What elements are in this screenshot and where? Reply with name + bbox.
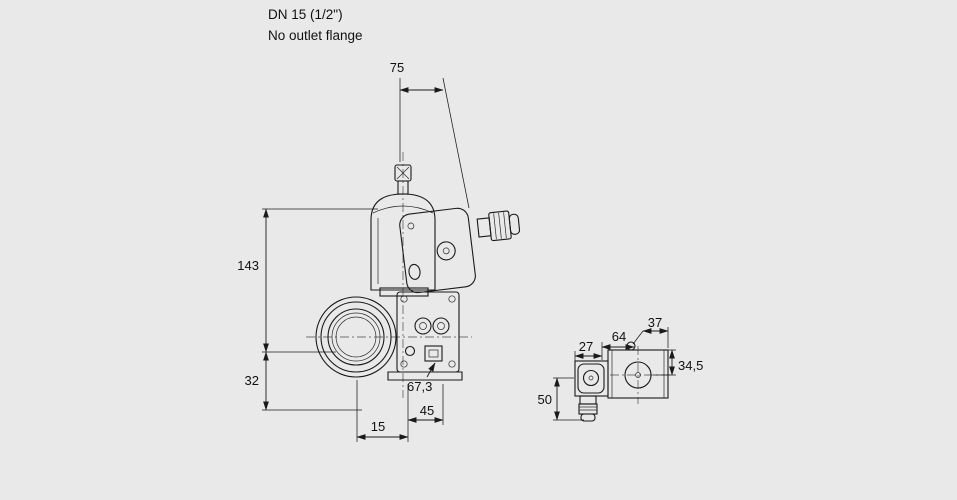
title-variant: No outlet flange bbox=[268, 28, 363, 43]
top-screw-cap bbox=[394, 164, 412, 195]
dim-34-5: 34,5 bbox=[678, 358, 703, 373]
actuator-dome bbox=[370, 193, 436, 291]
dim-64: 64 bbox=[612, 329, 626, 344]
top-view-dimensions: 37 64 27 34,5 50 bbox=[538, 315, 703, 421]
valve-body-block bbox=[387, 291, 463, 381]
dim-37: 37 bbox=[648, 315, 662, 330]
dim-45: 45 bbox=[420, 403, 434, 418]
front-view-dimensions: 75 143 32 67,3 45 bbox=[237, 60, 470, 442]
title-model: DN 15 (1/2") bbox=[268, 7, 343, 22]
valve-front-view: 75 143 32 67,3 45 bbox=[237, 60, 521, 442]
valve-foot bbox=[387, 371, 463, 381]
dim-75: 75 bbox=[390, 60, 404, 75]
dim-15: 15 bbox=[371, 419, 385, 434]
inlet-flange bbox=[315, 296, 397, 378]
dim-50: 50 bbox=[538, 392, 552, 407]
dim-32: 32 bbox=[245, 373, 259, 388]
dim-27: 27 bbox=[579, 339, 593, 354]
valve-top-view: 37 64 27 34,5 50 bbox=[538, 315, 703, 422]
dim-143: 143 bbox=[237, 258, 259, 273]
cable-gland bbox=[476, 210, 521, 242]
solenoid-face-plate bbox=[399, 207, 476, 294]
dim-67-3: 67,3 bbox=[407, 379, 432, 394]
topview-coil bbox=[574, 360, 609, 397]
topview-cable-gland bbox=[578, 395, 598, 422]
terminal-block bbox=[424, 345, 443, 362]
